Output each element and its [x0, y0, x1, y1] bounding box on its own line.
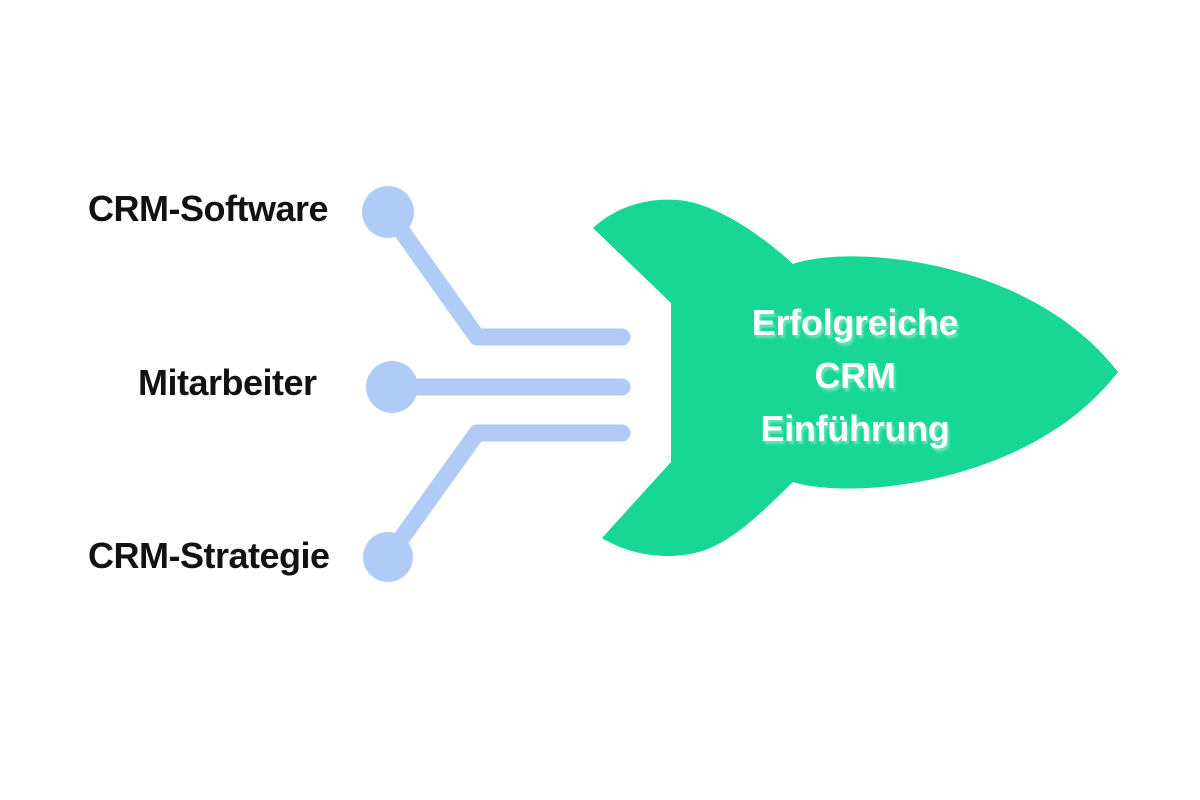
rocket-shape	[593, 199, 1118, 557]
connector-nodes	[362, 186, 418, 582]
connector-line-software	[379, 203, 631, 346]
connector-line-strategie	[379, 424, 631, 566]
node-circle-mitarbeiter	[366, 361, 418, 413]
input-label-crm-strategie: CRM-Strategie	[88, 535, 330, 576]
input-label-mitarbeiter: Mitarbeiter	[138, 362, 317, 403]
node-circle-strategie	[363, 532, 413, 582]
node-circle-software	[362, 186, 414, 238]
connector-lines	[379, 203, 631, 566]
rocket-title-line-1: Erfolgreiche	[751, 302, 959, 343]
rocket-title-line-2: CRM	[814, 355, 896, 396]
rocket-title: Erfolgreiche CRM Einführung	[700, 296, 1010, 455]
rocket-title-line-3: Einführung	[760, 408, 950, 449]
input-label-crm-software: CRM-Software	[88, 188, 329, 229]
